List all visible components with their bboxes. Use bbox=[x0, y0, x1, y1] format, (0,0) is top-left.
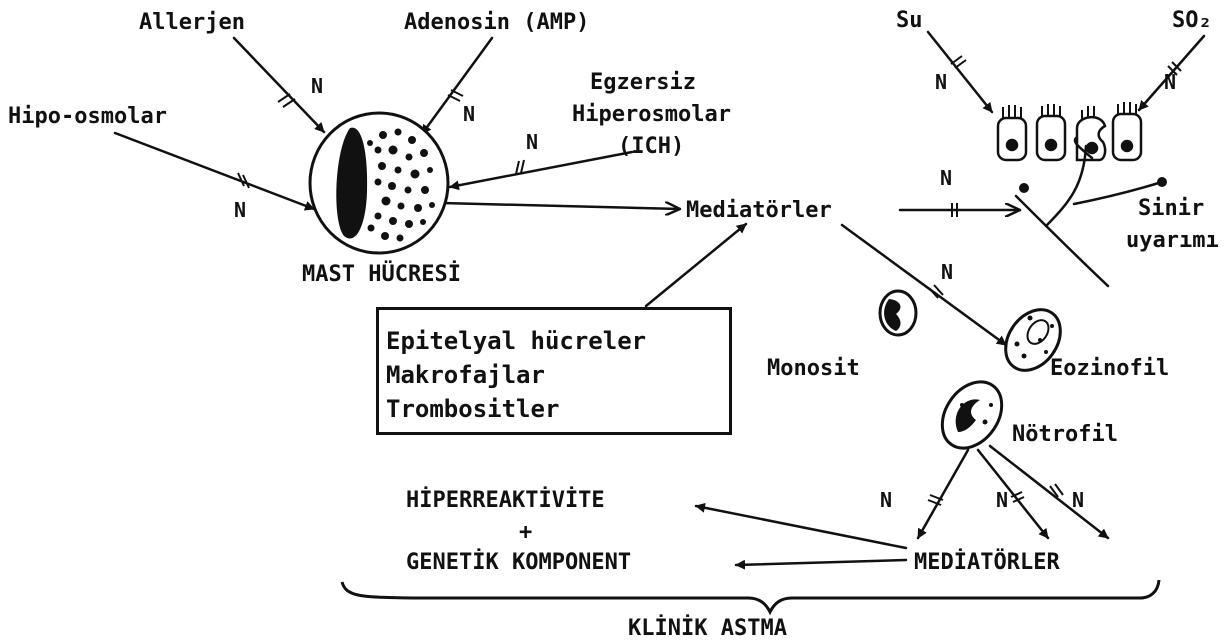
arrow-exercise-to-mast-cell bbox=[450, 152, 632, 187]
label-genetic-component: GENETİK KOMPONENT bbox=[406, 552, 631, 574]
label-mediators: Mediatörler bbox=[686, 200, 832, 222]
blocker-label: N bbox=[940, 168, 952, 188]
label-neutrophil: Nötrofil bbox=[1012, 424, 1118, 446]
epithelial-cells-icon bbox=[998, 102, 1141, 160]
arrow-mediators-to-genetic bbox=[736, 560, 906, 565]
label-exercise-line3: (ICH) bbox=[618, 136, 684, 158]
label-eosinophil: Eozinofil bbox=[1050, 358, 1169, 380]
blocker-label: N bbox=[1164, 72, 1176, 92]
blocker-label: N bbox=[526, 132, 538, 152]
label-hyperreactivity: HİPERREAKTİVİTE bbox=[406, 490, 605, 512]
label-so2: SO₂ bbox=[1172, 10, 1212, 32]
blocker-label: N bbox=[234, 200, 246, 220]
box-item-macrophages: Makrofajlar bbox=[386, 358, 729, 392]
arrow-adenosine-to-mast-cell bbox=[422, 38, 492, 134]
label-exercise-line1: Egzersiz bbox=[590, 72, 696, 94]
blocker-label: N bbox=[1072, 490, 1084, 510]
arrow-mediators-to-eosinophil bbox=[842, 225, 1006, 345]
mast-cell-icon bbox=[310, 113, 448, 253]
label-plus: + bbox=[519, 522, 532, 544]
label-mast-cell: MAST HÜCRESİ bbox=[302, 264, 461, 286]
arrow-mediators-to-hyperreactivity bbox=[696, 506, 906, 548]
label-mediators-upper: MEDİATÖRLER bbox=[914, 552, 1060, 574]
clinical-brace bbox=[342, 580, 1159, 612]
label-monocyte: Monosit bbox=[767, 358, 860, 380]
blocker-label: N bbox=[311, 76, 323, 96]
blocker-label: N bbox=[463, 104, 475, 124]
label-nerve-line2: uyarımı bbox=[1126, 230, 1219, 252]
monocyte-icon bbox=[880, 291, 916, 335]
box-item-epithelial: Epitelyal hücreler bbox=[386, 324, 729, 358]
arrow-mast-cell-to-mediators bbox=[442, 203, 680, 209]
blocker-label: N bbox=[880, 490, 892, 510]
neutrophil-icon bbox=[930, 371, 1014, 460]
source-cells-box: Epitelyal hücreler Makrofajlar Trombosit… bbox=[376, 307, 732, 435]
label-exercise-line2: Hiperosmolar bbox=[572, 104, 731, 126]
arrow-neutrophil-to-mediators-1 bbox=[918, 450, 968, 538]
label-nerve-line1: Sinir bbox=[1138, 198, 1204, 220]
label-adenosine: Adenosin (AMP) bbox=[404, 12, 589, 34]
blocker-label: N bbox=[996, 490, 1008, 510]
arrow-hypo-osmolar-to-mast-cell bbox=[115, 133, 314, 209]
blocker-label: N bbox=[941, 262, 953, 282]
label-water: Su bbox=[896, 10, 923, 32]
blocker-label: N bbox=[935, 72, 947, 92]
box-item-thrombocytes: Trombositler bbox=[386, 392, 729, 426]
label-hypo-osmolar: Hipo-osmolar bbox=[8, 106, 167, 128]
label-allergen: Allerjen bbox=[139, 12, 245, 34]
arrow-box-to-mediators bbox=[646, 224, 746, 306]
label-clinical-asthma: KLİNİK ASTMA bbox=[628, 618, 787, 640]
